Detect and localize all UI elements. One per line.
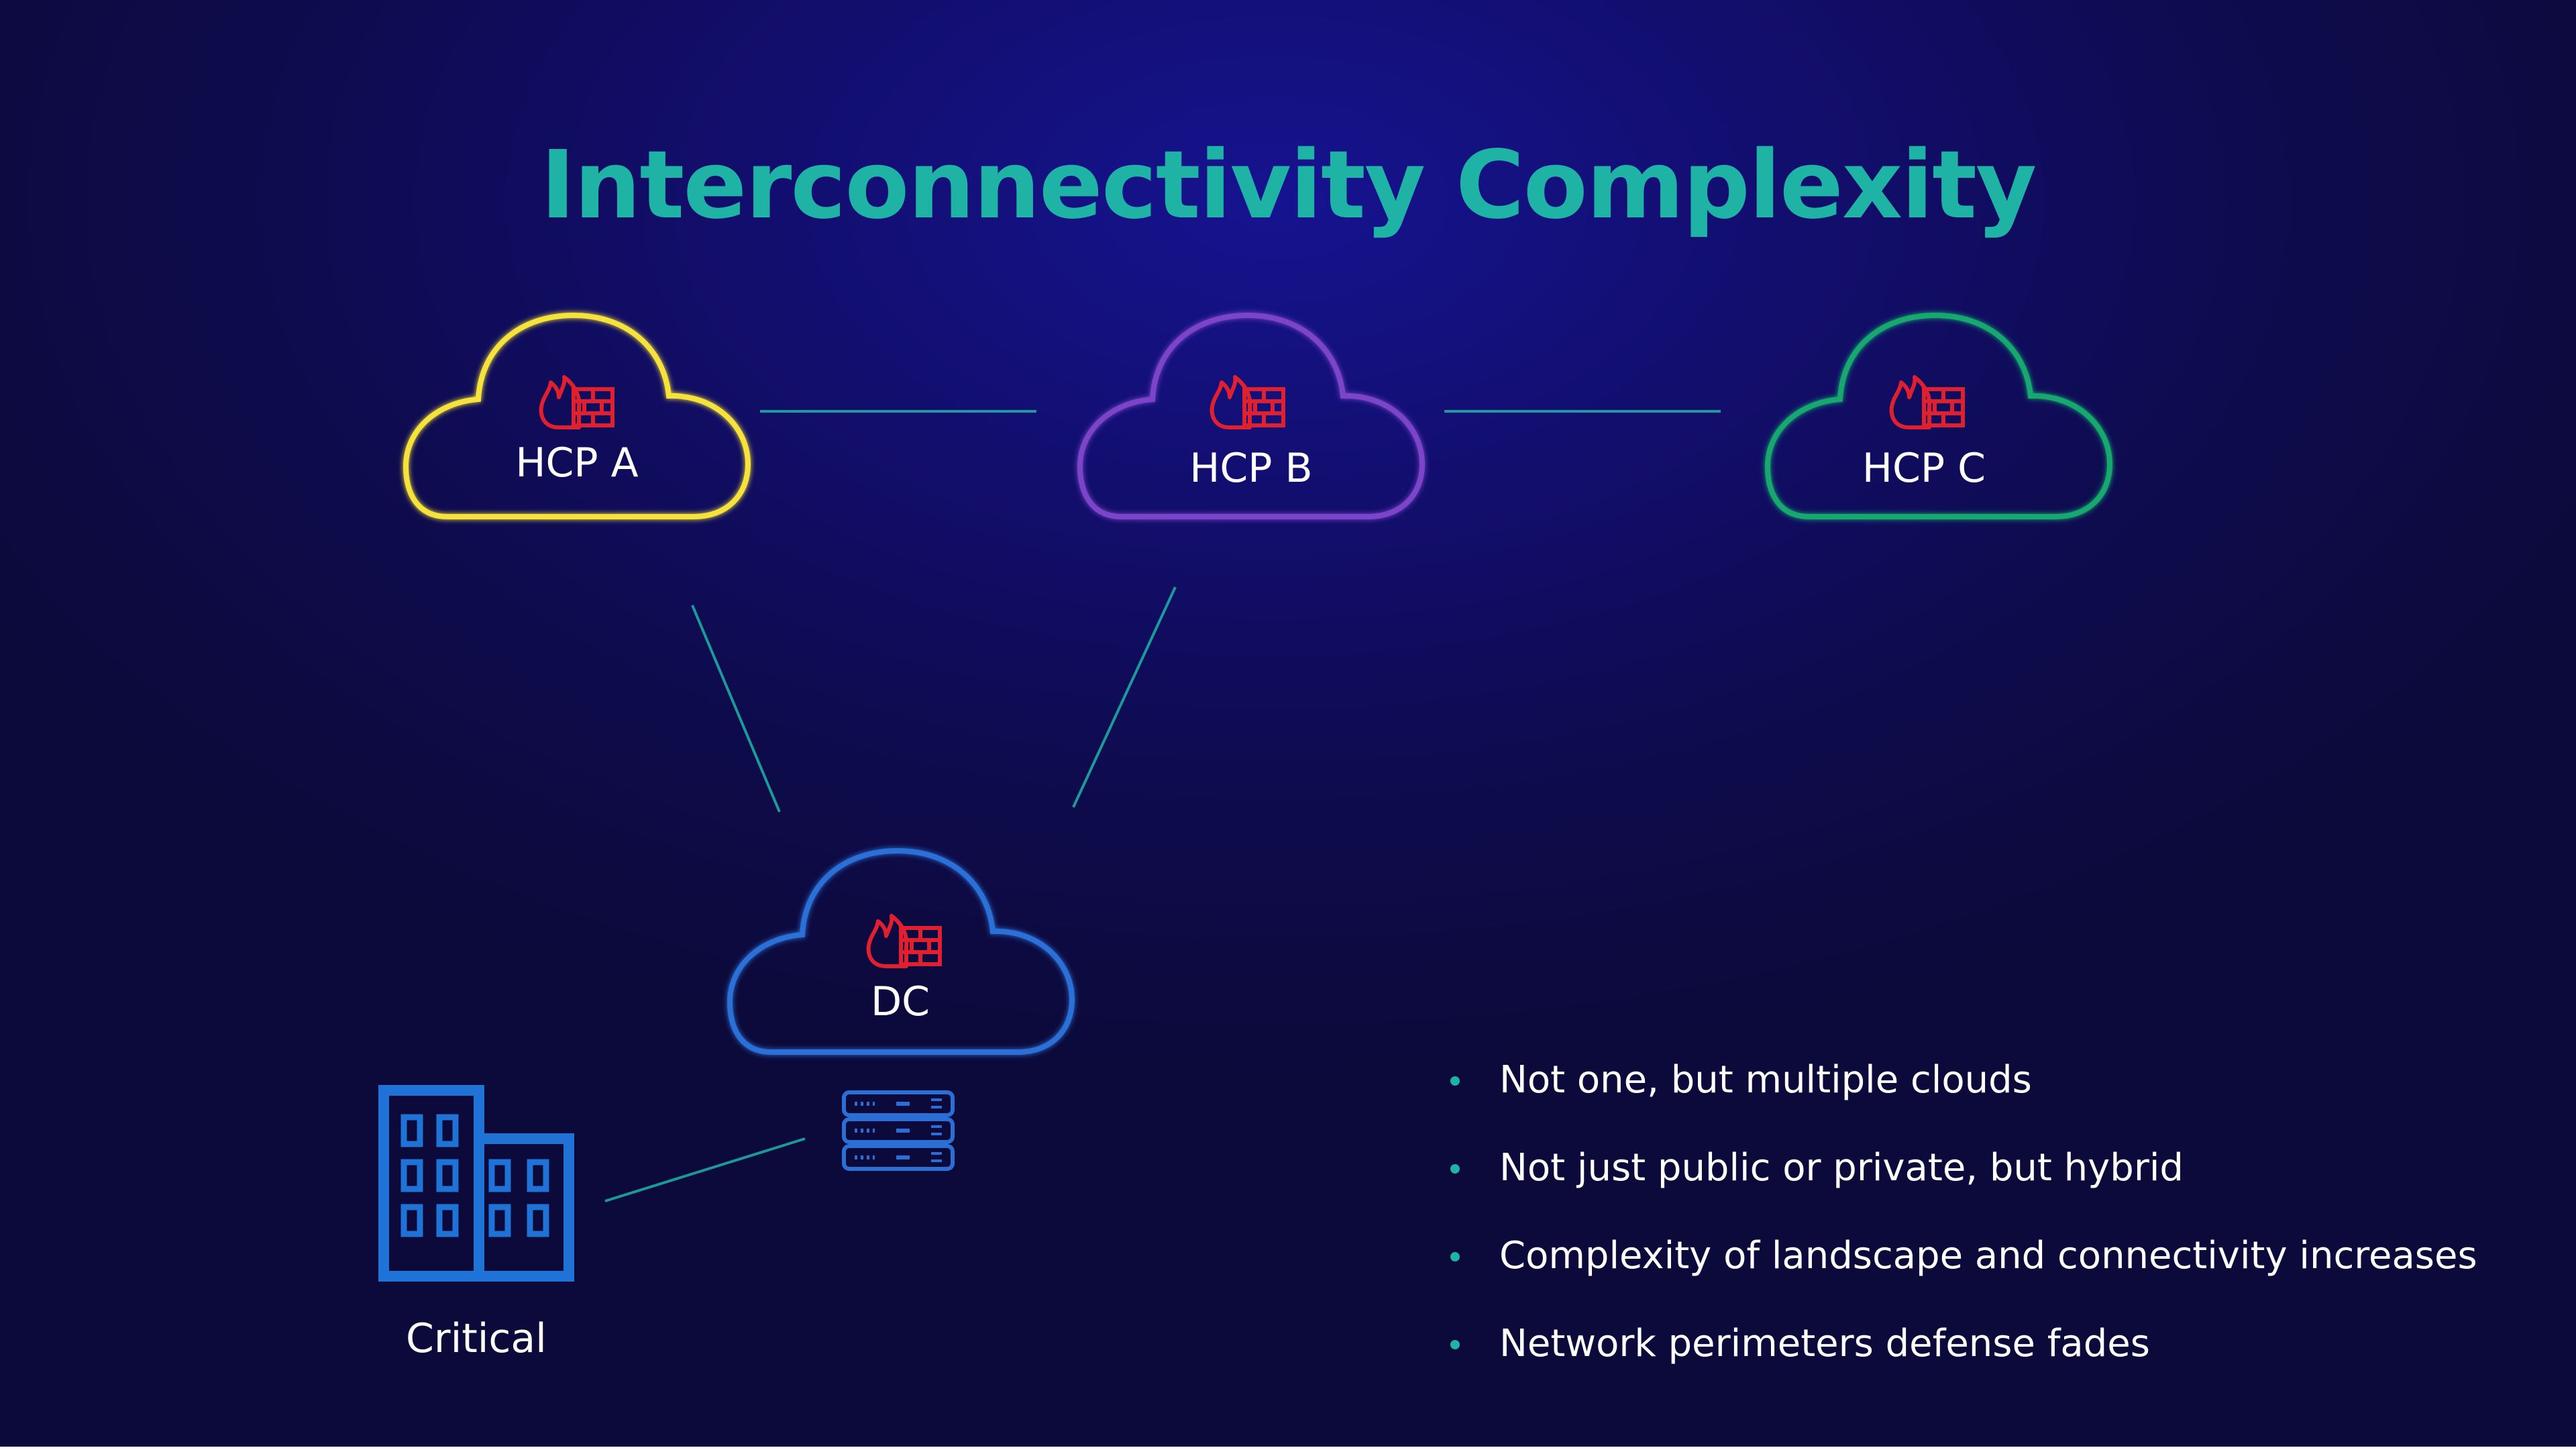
bullet-dot — [1450, 1164, 1460, 1174]
bullet-text: Not one, but multiple clouds — [1499, 1058, 2032, 1102]
building-label: Critical — [406, 1315, 547, 1362]
link-hcp-a-dc — [691, 605, 781, 813]
cloud-hcp-c: HCP C — [1768, 315, 2110, 517]
building-icon — [378, 1085, 574, 1282]
connector-lines — [604, 410, 1721, 1202]
bullet-list: Not one, but multiple clouds Not just pu… — [1449, 1047, 2477, 1398]
hcp-c-label: HCP C — [1862, 445, 1986, 492]
hcp-b-label: HCP B — [1189, 445, 1312, 492]
link-hcp-b-dc — [1072, 586, 1177, 808]
bullet-text: Complexity of landscape and connectivity… — [1499, 1234, 2477, 1278]
firewall-icon — [1212, 377, 1283, 427]
cloud-hcp-a: HCP A — [406, 315, 748, 517]
slide-title: Interconnectivity Complexity — [540, 131, 2037, 240]
bullet-text: Not just public or private, but hybrid — [1499, 1146, 2184, 1190]
server-rack-icon — [842, 1090, 955, 1171]
link-building-dc — [604, 1137, 806, 1202]
bullet-dot — [1450, 1340, 1460, 1349]
bottom-border — [0, 1447, 2576, 1450]
cloud-dc: DC — [730, 851, 1072, 1052]
bullet-text: Network perimeters defense fades — [1499, 1322, 2150, 1365]
bullet-dot — [1450, 1076, 1460, 1086]
cloud-hcp-b: HCP B — [1080, 315, 1422, 517]
list-item: Not one, but multiple clouds — [1449, 1047, 2477, 1135]
bullet-dot — [1450, 1252, 1460, 1261]
firewall-icon — [869, 916, 940, 966]
list-item: Network perimeters defense fades — [1449, 1310, 2477, 1398]
list-item: Complexity of landscape and connectivity… — [1449, 1223, 2477, 1310]
list-item: Not just public or private, but hybrid — [1449, 1135, 2477, 1223]
dc-label: DC — [871, 978, 930, 1025]
hcp-a-label: HCP A — [515, 439, 638, 486]
firewall-icon — [1892, 377, 1963, 427]
firewall-icon — [541, 377, 612, 427]
